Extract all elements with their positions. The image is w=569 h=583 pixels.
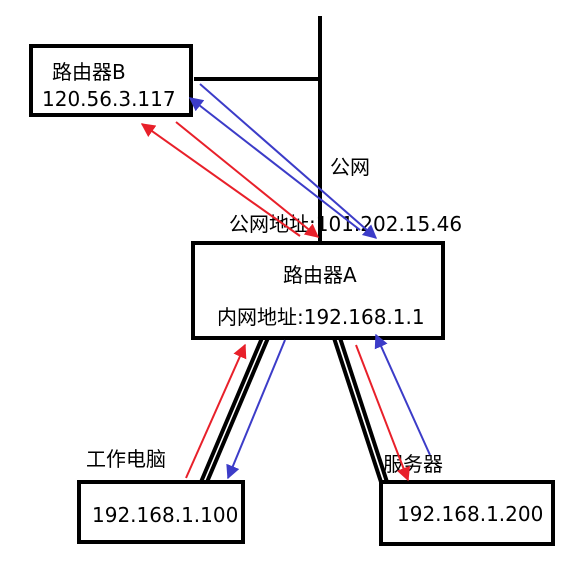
work-pc-name: 工作电脑 [86,447,166,471]
lan-link-server-inner [338,337,389,483]
server-ip: 192.168.1.200 [397,502,543,526]
public-network-label: 公网 [330,155,370,179]
lan-link-server-outer [332,337,383,483]
work-pc-box [77,480,245,544]
router-a-name: 路由器A [283,263,357,287]
arrow-router-a-to-pc-blue [226,339,286,480]
router-a-wan-ip: 公网地址:101.202.15.46 [229,212,462,236]
router-b-name: 路由器B [52,60,126,84]
arrow-router-a-to-router-b-blue-2 [188,97,361,231]
lan-link-pc-inner [205,337,270,483]
router-b-ip: 120.56.3.117 [42,87,176,111]
router-a-box [191,241,445,340]
arrow-router-a-to-server-red [355,344,411,482]
work-pc-ip: 192.168.1.100 [92,503,238,527]
arrow-server-to-router-a-blue [374,333,431,456]
router-a-lan-ip: 内网地址:192.168.1.1 [217,305,425,329]
server-box [379,480,555,546]
arrow-router-a-to-router-b-red [140,123,301,237]
arrow-router-b-to-router-a-red [175,121,320,238]
server-name: 服务器 [383,452,443,476]
lan-link-pc-outer [199,337,264,483]
arrow-pc-to-router-a-red [185,343,247,479]
arrow-router-b-to-router-a-blue-1 [199,83,378,239]
router-b-box [29,44,193,117]
